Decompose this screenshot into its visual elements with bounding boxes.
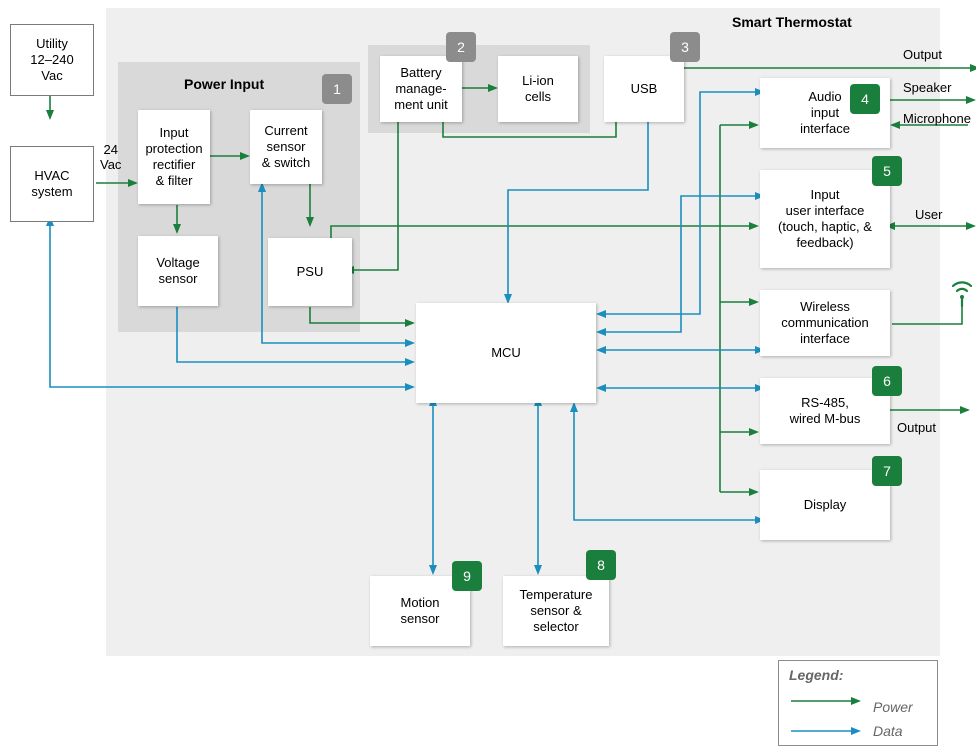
input-ui-mcu-data-wire <box>596 192 765 336</box>
legend-power-label: Power <box>873 699 913 715</box>
speaker-label: Speaker <box>903 80 952 95</box>
legend: Legend: Power Data <box>778 660 938 746</box>
power-input-title: Power Input <box>184 76 265 92</box>
usb-output-label: Output <box>903 47 943 62</box>
usb-block: USB <box>604 56 684 122</box>
legend-swatches <box>791 697 861 735</box>
microphone-label: Microphone <box>903 111 971 126</box>
diagram-title: Smart Thermostat <box>732 14 852 30</box>
current-sensor-block: Current sensor & switch <box>250 110 322 184</box>
badge-5: 5 <box>872 156 902 186</box>
voltage-to-mcu-data-wire <box>176 307 415 366</box>
legend-title: Legend: <box>789 667 844 683</box>
display-mcu-data-wire <box>570 402 765 524</box>
badge-8: 8 <box>586 550 616 580</box>
temperature-sensor-block: Temperature sensor & selector <box>503 576 609 646</box>
usb-mcu-data-wire <box>504 95 652 304</box>
vac-24-label: 24 Vac <box>100 142 122 172</box>
psu-block: PSU <box>268 238 352 306</box>
psu-to-mcu-wire <box>309 307 415 327</box>
wireless-communication-block: Wireless communication interface <box>760 290 890 356</box>
current-mcu-data-wire <box>258 182 415 347</box>
wireless-antenna-wire <box>892 306 963 325</box>
input-protection-block: Input protection rectifier & filter <box>138 110 210 204</box>
power-bus-to-input-ui-wire <box>330 222 759 239</box>
rs485-output-label: Output <box>897 420 937 435</box>
badge-9: 9 <box>452 561 482 591</box>
input-user-interface-block: Input user interface (touch, haptic, & f… <box>760 170 890 268</box>
badge-3: 3 <box>670 32 700 62</box>
rs485-block: RS-485, wired M-bus <box>760 378 890 444</box>
utility-block: Utility 12–240 Vac <box>10 24 94 96</box>
display-block: Display <box>760 470 890 540</box>
badge-2: 2 <box>446 32 476 62</box>
legend-data-label: Data <box>873 723 903 739</box>
badge-7: 7 <box>872 456 902 486</box>
hvac-mcu-data-wire <box>46 216 415 391</box>
battery-management-block: Battery manage- ment unit <box>380 56 462 122</box>
voltage-sensor-block: Voltage sensor <box>138 236 218 306</box>
badge-4: 4 <box>850 84 880 114</box>
badge-1: 1 <box>322 74 352 104</box>
user-label: User <box>915 207 943 222</box>
hvac-system-block: HVAC system <box>10 146 94 222</box>
mcu-block: MCU <box>416 303 596 403</box>
wifi-antenna-icon <box>951 281 973 308</box>
li-ion-cells-block: Li-ion cells <box>498 56 578 122</box>
badge-6: 6 <box>872 366 902 396</box>
